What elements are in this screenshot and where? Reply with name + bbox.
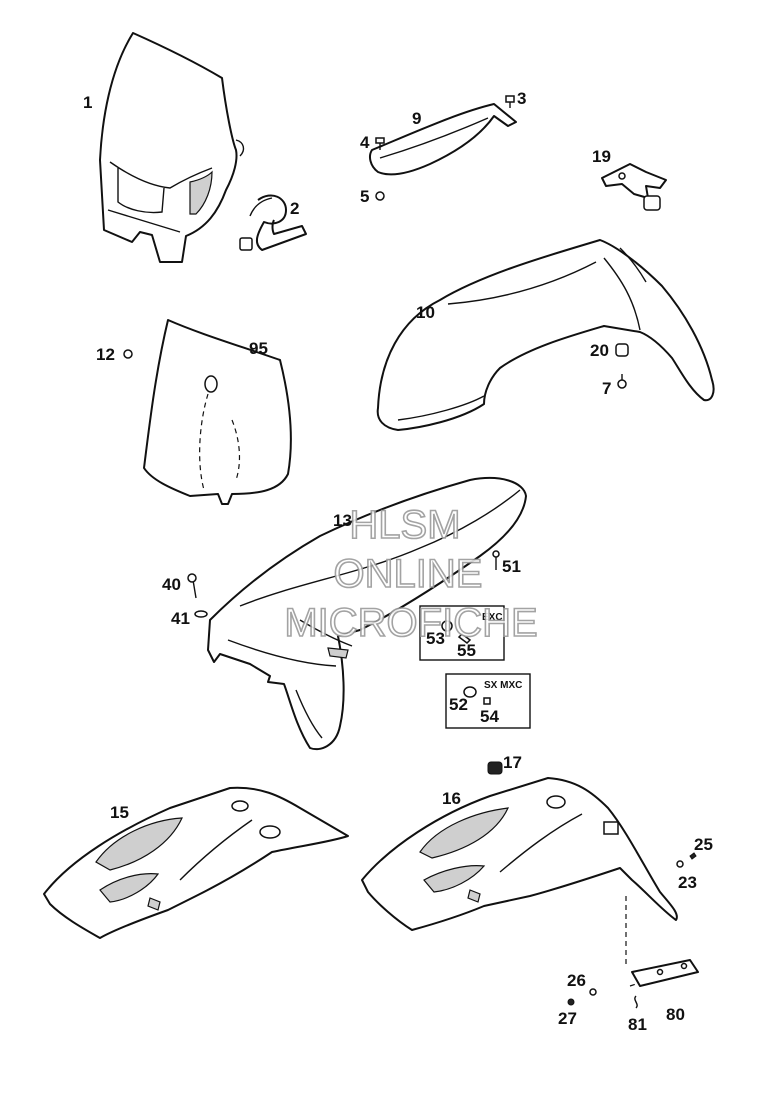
number-plate-bracket	[369, 95, 517, 201]
watermark-line-2: ONLINE	[334, 552, 483, 596]
front-fender	[376, 239, 715, 431]
mounting-clamp	[239, 194, 307, 251]
sx-mxc-box-label: SX MXC	[484, 680, 522, 691]
callout-80: 80	[666, 1005, 685, 1024]
callout-labels: 1 2 3 4 5 7 9 10 12 13 15 16 17 19 20 23…	[83, 89, 713, 1034]
callout-3: 3	[517, 89, 526, 108]
callout-2: 2	[290, 199, 299, 218]
headlight-mask	[99, 32, 245, 263]
fender-grommet	[487, 761, 503, 775]
callout-17: 17	[503, 753, 522, 772]
sx-mxc-box: SX MXC	[445, 673, 531, 729]
callout-7: 7	[602, 379, 611, 398]
callout-26: 26	[567, 971, 586, 990]
watermark-line-3: MICROFICHE	[284, 601, 537, 645]
fender-bracket	[601, 163, 667, 211]
front-fender-variant-b	[361, 777, 678, 931]
exc-box: EXC	[419, 605, 505, 661]
callout-1: 1	[83, 93, 92, 112]
reflector-assembly	[567, 959, 699, 1009]
callout-53: 53	[426, 629, 445, 648]
callout-40: 40	[162, 575, 181, 594]
callout-15: 15	[110, 803, 129, 822]
exc-box-label: EXC	[482, 612, 503, 623]
callout-20: 20	[590, 341, 609, 360]
callout-41: 41	[171, 609, 190, 628]
callout-27: 27	[558, 1009, 577, 1028]
front-fender-variant-a	[43, 786, 349, 939]
rear-fender-screws	[187, 550, 500, 618]
callout-81: 81	[628, 1015, 647, 1034]
callout-10: 10	[416, 303, 435, 322]
callout-55: 55	[457, 641, 476, 660]
callout-54: 54	[480, 707, 499, 726]
callout-51: 51	[502, 557, 521, 576]
callout-23: 23	[678, 873, 697, 892]
callout-4: 4	[360, 133, 370, 152]
rear-fender	[207, 476, 527, 751]
callout-5: 5	[360, 187, 369, 206]
watermark-line-1: HLSM	[349, 503, 460, 547]
callout-9: 9	[412, 109, 421, 128]
callout-13: 13	[333, 511, 352, 530]
fender-nut-and-screw	[615, 343, 629, 389]
callout-12: 12	[96, 345, 115, 364]
plate-screws	[625, 852, 697, 987]
callout-52: 52	[449, 695, 468, 714]
callout-95: 95	[249, 339, 268, 358]
watermark: HLSM ONLINE MICROFICHE	[284, 502, 539, 646]
callout-19: 19	[592, 147, 611, 166]
callout-25: 25	[694, 835, 713, 854]
callout-16: 16	[442, 789, 461, 808]
number-plate	[123, 319, 292, 505]
